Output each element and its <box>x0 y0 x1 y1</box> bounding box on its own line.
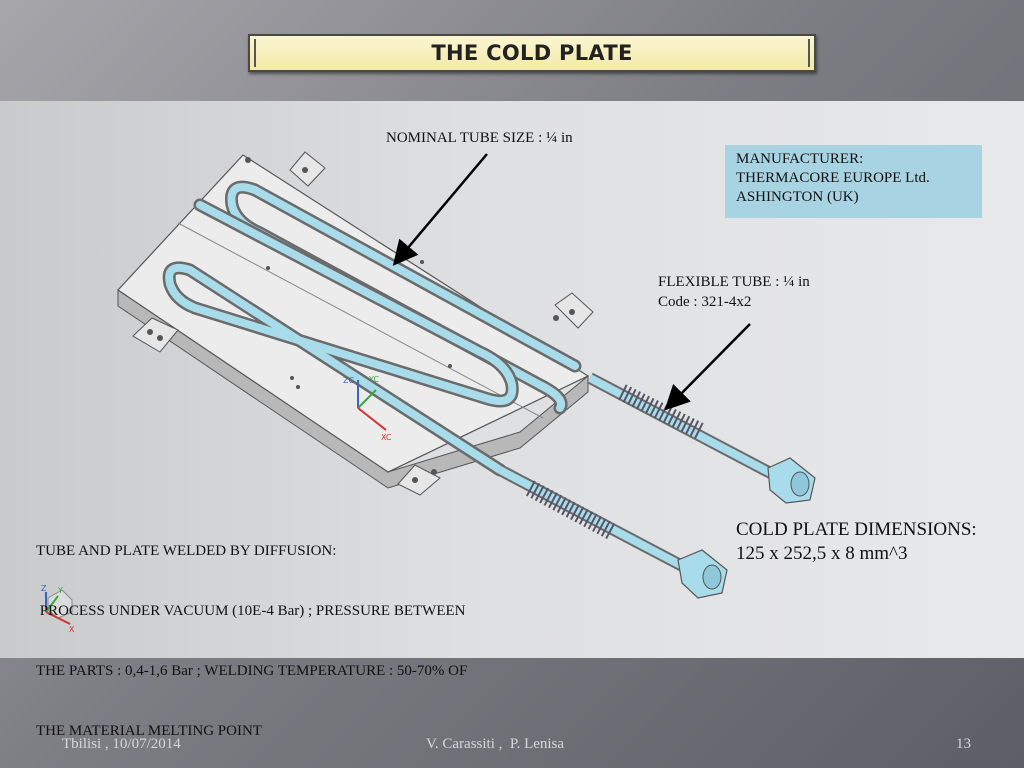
flexible-tube-lower <box>497 464 728 599</box>
flexible-tube-label: FLEXIBLE TUBE : ¼ in Code : 321-4x2 <box>658 272 810 312</box>
manufacturer-location: ASHINGTON (UK) <box>736 189 859 205</box>
dimensions-value: 125 x 252,5 x 8 mm^3 <box>736 543 908 564</box>
workpiece-axis-triad: ZC YC XC <box>343 375 392 442</box>
nominal-tube-label: NOMINAL TUBE SIZE : ¼ in <box>386 130 573 146</box>
manufacturer-heading: MANUFACTURER: <box>736 151 864 167</box>
manufacturer-name: THERMACORE EUROPE Ltd. <box>736 170 930 186</box>
welding-note-line-4: THE MATERIAL MELTING POINT <box>36 723 262 739</box>
footer-location-date: Tbilisi , 10/07/2014 <box>62 736 181 752</box>
nominal-tube-arrow <box>392 153 488 266</box>
welding-note-line-2: PROCESS UNDER VACUUM (10E-4 Bar) ; PRESS… <box>36 603 466 619</box>
welding-note: TUBE AND PLATE WELDED BY DIFFUSION: PROC… <box>36 501 467 761</box>
flexible-tube-size: FLEXIBLE TUBE : ¼ in <box>658 274 810 290</box>
x-axis-label: X <box>69 625 75 634</box>
manufacturer-box: MANUFACTURER: THERMACORE EUROPE Ltd. ASH… <box>725 145 982 218</box>
footer-authors: V. Carassiti , P. Lenisa <box>426 736 565 752</box>
flexible-tube-upper <box>587 372 816 504</box>
slide-title-box: THE COLD PLATE <box>248 34 816 72</box>
yc-axis-label: YC <box>368 375 379 384</box>
xc-axis-label: XC <box>381 433 392 442</box>
dimensions-heading: COLD PLATE DIMENSIONS: <box>736 519 977 540</box>
view-axis-triad: Z Y X <box>41 584 75 634</box>
tube-loop-lower <box>162 198 519 477</box>
cold-plate <box>117 151 594 496</box>
z-axis-label: Z <box>41 584 47 593</box>
flexible-tube-code: Code : 321-4x2 <box>658 294 752 310</box>
footer-page-number: 13 <box>956 736 971 752</box>
flexible-tube-arrow <box>664 323 751 411</box>
plate-dimensions: COLD PLATE DIMENSIONS: 125 x 252,5 x 8 m… <box>736 518 977 566</box>
zc-axis-label: ZC <box>343 376 354 385</box>
y-axis-label: Y <box>57 586 63 595</box>
welding-note-line-1: TUBE AND PLATE WELDED BY DIFFUSION: <box>36 543 337 559</box>
welding-note-line-3: THE PARTS : 0,4-1,6 Bar ; WELDING TEMPER… <box>36 663 468 679</box>
